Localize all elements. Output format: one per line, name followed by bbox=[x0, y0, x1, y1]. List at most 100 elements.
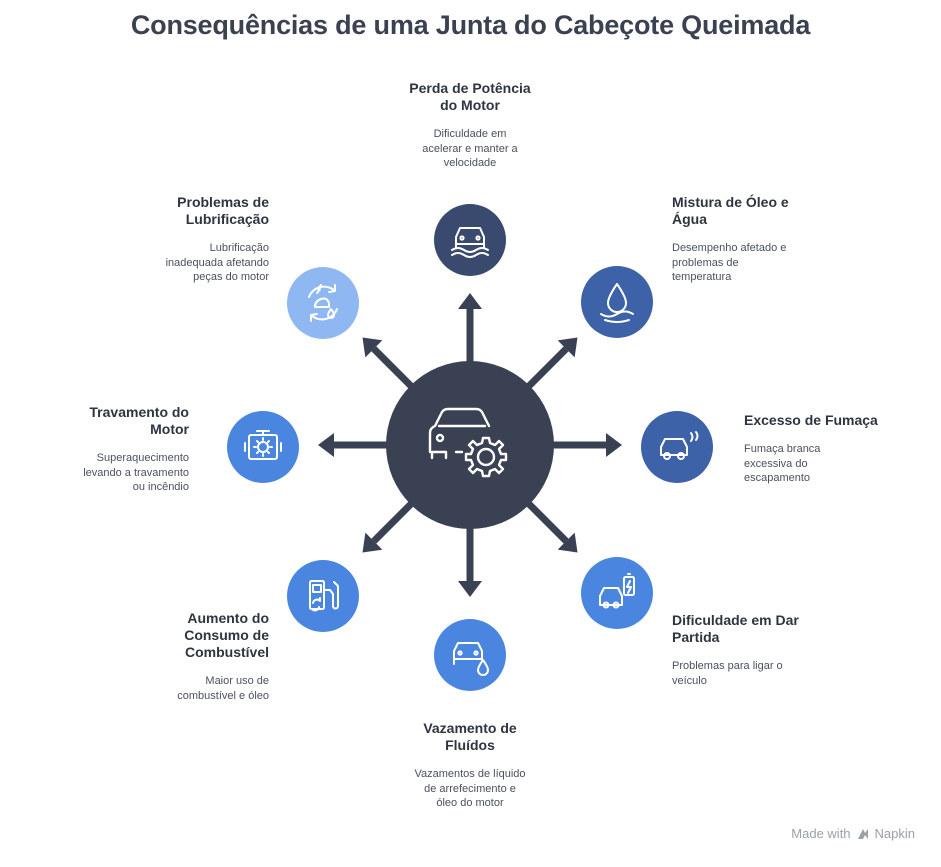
arrow-head bbox=[606, 433, 622, 457]
item-description-line: excessiva do bbox=[744, 457, 808, 470]
node-circle bbox=[581, 557, 653, 629]
diagram-title: Consequências de uma Junta do Cabeçote Q… bbox=[130, 10, 811, 40]
item-description-line: Maior uso de bbox=[205, 675, 269, 687]
arrow-head bbox=[557, 532, 578, 553]
node-circle bbox=[287, 267, 359, 339]
node-circle bbox=[434, 204, 506, 276]
napkin-brand-label: Napkin bbox=[874, 826, 915, 841]
item-description-line: Desempenho afetado e bbox=[672, 242, 787, 254]
node-potencia bbox=[434, 204, 506, 276]
node-partida bbox=[581, 557, 653, 629]
node-oleo_agua bbox=[581, 266, 653, 338]
item-description: Problemas para ligar o veículo bbox=[672, 659, 852, 688]
car-gear-icon bbox=[428, 407, 508, 478]
item-description-line: velocidade bbox=[443, 157, 497, 169]
arrow-head bbox=[458, 293, 482, 309]
item-title-line: Fluídos bbox=[445, 737, 495, 753]
item-description-line: Lubrificação bbox=[209, 242, 269, 254]
item-title-line: Dificuldade em Dar bbox=[672, 612, 799, 628]
item-title-line: Combustível bbox=[184, 644, 269, 660]
node-consumo bbox=[287, 560, 359, 632]
node-fumaca bbox=[641, 411, 713, 483]
node-circle bbox=[641, 411, 713, 483]
node-circle bbox=[434, 619, 506, 691]
item-title-line: Aumento do bbox=[187, 610, 269, 626]
arrow-head bbox=[318, 433, 334, 457]
made-with-label: Made with bbox=[791, 826, 851, 841]
water-drop-icon bbox=[600, 283, 634, 323]
item-description-line: peças do motor bbox=[193, 271, 269, 283]
item-description-line: problemas de bbox=[672, 256, 739, 269]
node-vazamento bbox=[434, 619, 506, 691]
node-circle bbox=[227, 411, 299, 483]
item-description: Dificuldade em acelerar e manter a velocid… bbox=[380, 127, 560, 171]
item-title-line: do Motor bbox=[440, 97, 500, 113]
car-battery-icon bbox=[599, 573, 635, 609]
item-description-line: Superaquecimento bbox=[96, 452, 189, 464]
item-description-line: Vazamentos de líquido bbox=[414, 768, 526, 780]
item-title-line: Motor bbox=[150, 421, 189, 437]
car-smoke-icon bbox=[660, 431, 699, 460]
node-circle bbox=[581, 266, 653, 338]
fuel-pump-icon bbox=[309, 580, 339, 612]
node-circle bbox=[287, 560, 359, 632]
engine-icon bbox=[244, 430, 282, 460]
arrow-head bbox=[458, 581, 482, 597]
arrow-head bbox=[362, 532, 383, 553]
item-description: Maior uso de combustível e óleo bbox=[89, 674, 269, 703]
item-title-line: Água bbox=[672, 211, 707, 227]
item-title-line: Perda de Potência bbox=[409, 80, 531, 96]
item-title-line: Consumo de bbox=[184, 627, 269, 643]
item-description-line: acelerar e manter a bbox=[422, 142, 518, 155]
item-title: Excesso de Fumaça bbox=[744, 412, 924, 429]
item-title-line: Problemas de bbox=[177, 194, 269, 210]
item-description-line: combustível e óleo bbox=[177, 689, 269, 702]
item-description: Fumaça branca excessiva do escapamento bbox=[744, 442, 924, 486]
item-description: Superaquecimento levando a travamento ou i… bbox=[9, 451, 189, 495]
item-description-line: veículo bbox=[672, 674, 707, 687]
item-description-line: ou incêndio bbox=[132, 481, 189, 493]
car-leak-icon bbox=[453, 642, 489, 676]
item-description-line: inadequada afetando bbox=[165, 256, 269, 269]
item-description-line: Dificuldade em bbox=[433, 128, 507, 140]
item-title-line: Excesso de Fumaça bbox=[744, 412, 878, 428]
item-description-line: óleo do motor bbox=[436, 797, 504, 809]
item-title-line: Lubrificação bbox=[185, 211, 269, 227]
item-description-line: escapamento bbox=[744, 472, 811, 484]
node-travamento bbox=[227, 411, 299, 483]
arrow-head bbox=[557, 337, 578, 358]
oil-cycle-icon bbox=[308, 284, 338, 322]
footer: Made with Napkin bbox=[791, 826, 915, 841]
car-skid-icon bbox=[451, 227, 489, 258]
item-description: Desempenho afetado e problemas de temperat… bbox=[672, 241, 852, 285]
node-lubrificacao bbox=[287, 267, 359, 339]
item-description-line: de arrefecimento e bbox=[424, 782, 516, 795]
item-description-line: Problemas para ligar o bbox=[672, 660, 783, 672]
item-description-line: temperatura bbox=[672, 271, 732, 283]
napkin-logo-icon bbox=[857, 828, 868, 839]
item-title-line: Vazamento de bbox=[423, 720, 517, 736]
nodes-group bbox=[227, 204, 713, 691]
arrow-head bbox=[362, 337, 383, 358]
item-description: Vazamentos de líquido de arrefecimento e ó… bbox=[380, 767, 560, 811]
item-title-line: Partida bbox=[672, 629, 720, 645]
item-title-line: Travamento do bbox=[89, 404, 189, 420]
item-description: Lubrificação inadequada afetando peças do … bbox=[89, 241, 269, 285]
item-description-line: Fumaça branca bbox=[744, 443, 821, 455]
item-description-line: levando a travamento bbox=[83, 466, 189, 479]
